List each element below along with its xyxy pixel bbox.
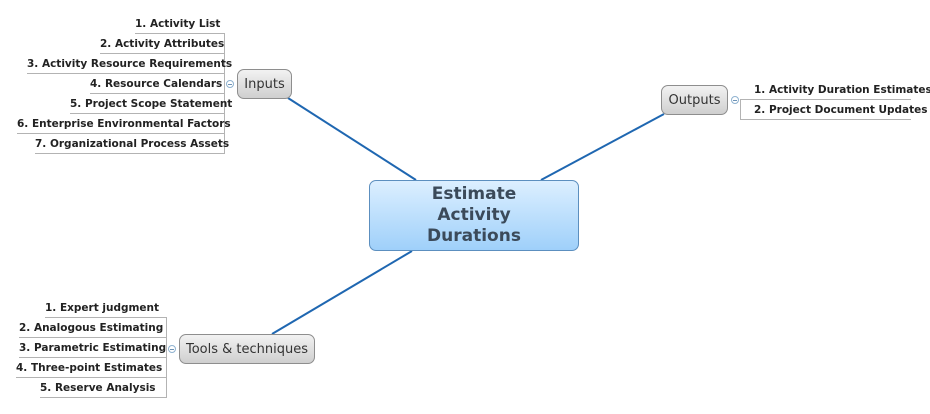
central-topic[interactable]: Estimate Activity Durations [369,180,579,251]
topic-inputs[interactable]: Inputs [237,69,292,99]
input-item-3[interactable]: 3. Activity Resource Requirements [27,54,232,74]
input-item-4[interactable]: 4. Resource Calendars [90,74,225,94]
topic-tools-techniques[interactable]: Tools & techniques [179,334,315,364]
output-item-2[interactable]: 2. Project Document Updates [740,100,928,120]
collapse-tools-icon[interactable] [168,345,176,353]
topic-outputs[interactable]: Outputs [661,85,728,115]
output-item-1[interactable]: 1. Activity Duration Estimates [740,80,930,100]
input-item-5[interactable]: 5. Project Scope Statement [70,94,232,114]
connector-outputs [540,113,665,181]
input-item-2[interactable]: 2. Activity Attributes [100,34,225,54]
tool-item-4[interactable]: 4. Three-point Estimates [16,358,167,378]
input-item-6[interactable]: 6. Enterprise Environmental Factors [17,114,231,134]
tool-item-2[interactable]: 2. Analogous Estimating [19,318,167,338]
outputs-bracket [740,99,741,119]
tool-item-1[interactable]: 1. Expert judgment [45,298,167,318]
topic-inputs-label: Inputs [244,76,285,92]
central-topic-title: Estimate Activity Durations [427,184,521,246]
input-item-7[interactable]: 7. Organizational Process Assets [35,134,229,154]
connector-tools [271,250,413,335]
tools-bracket [166,318,167,398]
tool-item-3[interactable]: 3. Parametric Estimating [19,338,167,358]
topic-outputs-label: Outputs [668,92,721,108]
connector-inputs [287,97,417,181]
input-item-1[interactable]: 1. Activity List [135,14,225,34]
collapse-inputs-icon[interactable] [226,80,234,88]
topic-tools-label: Tools & techniques [185,341,309,357]
collapse-outputs-icon[interactable] [731,96,739,104]
tool-item-5[interactable]: 5. Reserve Analysis [40,378,167,398]
